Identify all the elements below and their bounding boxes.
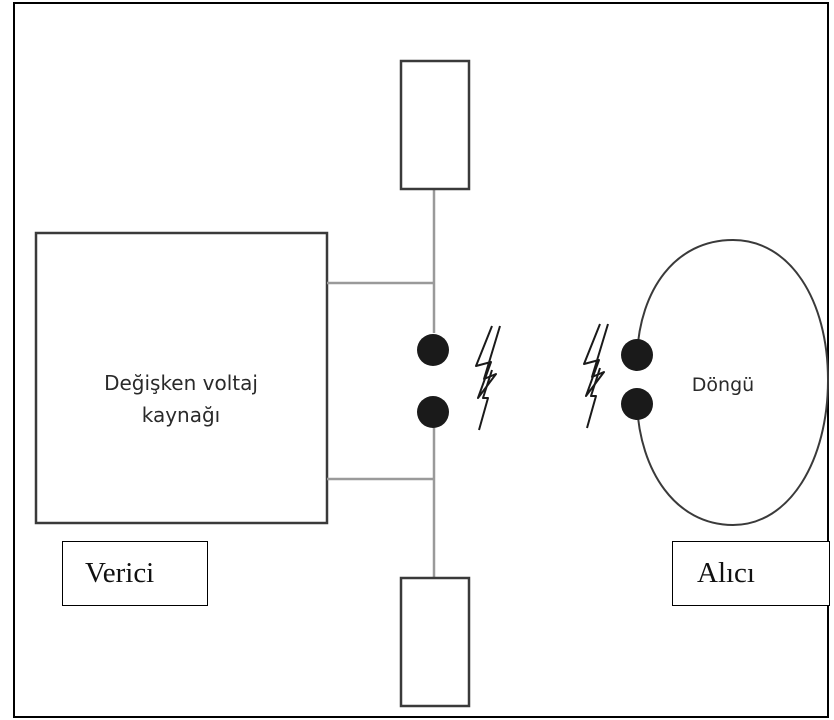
transmitter-gap-dot-top [417, 334, 449, 366]
receiver-spark-icon [583, 323, 609, 429]
voltage-source-box [34, 231, 329, 525]
voltage-source-label-line2: kaynağı [142, 403, 221, 427]
transmitter-gap-dot-bottom [417, 396, 449, 428]
transmitter-label-text: Verici [85, 557, 155, 589]
transmitter-spark-icon [475, 325, 501, 431]
voltage-source-label-line1: Değişken voltaj [104, 371, 258, 395]
receiver-label: Alıcı [672, 541, 830, 606]
transmitter-label: Verici [62, 541, 208, 606]
receiver-gap-dot-top [621, 339, 653, 371]
loop-label: Döngü [692, 374, 754, 396]
bottom-antenna-plate [399, 576, 471, 708]
receiver-label-text: Alıcı [697, 557, 755, 589]
top-antenna-plate [399, 59, 471, 191]
receiver-loop [636, 238, 830, 527]
receiver-gap-dot-bottom [621, 388, 653, 420]
